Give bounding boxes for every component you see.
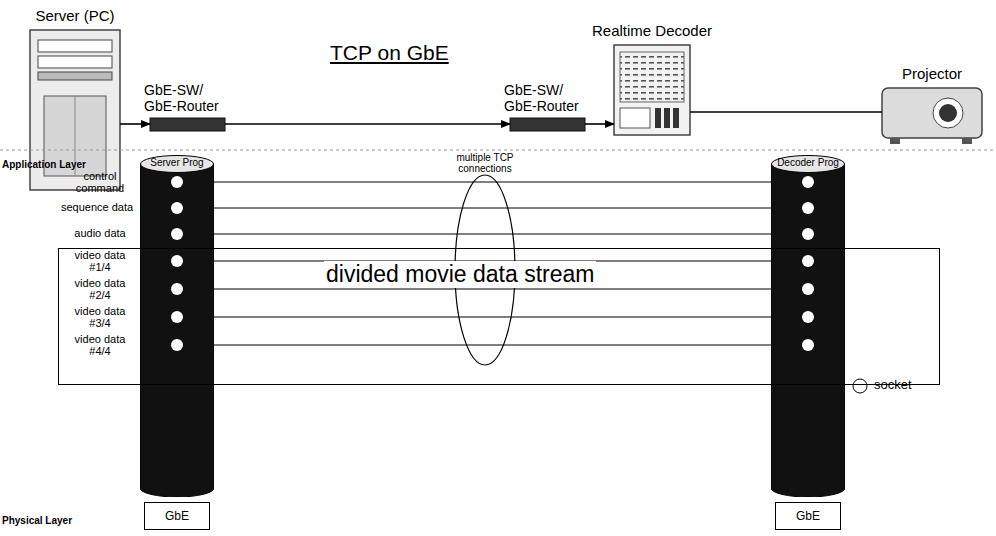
stream-label: video data #1/4 — [66, 250, 134, 273]
socket-dot — [802, 311, 814, 323]
node-text: Decoder Prog — [771, 157, 845, 168]
socket-dot — [171, 176, 183, 188]
connector — [585, 123, 614, 125]
stream-label: audio data — [62, 228, 138, 240]
node-text: GbE — [165, 509, 189, 523]
interface-box: GbE — [775, 502, 841, 530]
program-cylinder: Decoder Prog — [771, 155, 845, 497]
decoder-node: Realtime Decoder — [614, 45, 690, 135]
connector — [214, 317, 771, 318]
socket-dot — [171, 311, 183, 323]
switch-device — [150, 118, 225, 131]
connector — [214, 289, 771, 290]
connector — [690, 111, 882, 113]
socket-dot — [171, 202, 183, 214]
socket-dot — [171, 255, 183, 267]
legend-sample — [853, 379, 867, 393]
socket-dot — [802, 339, 814, 351]
socket-dot — [802, 255, 814, 267]
connection-label: multiple TCP connections — [440, 153, 530, 174]
socket-dot — [802, 228, 814, 240]
program-cylinder: Server Prog — [140, 155, 214, 497]
connector — [120, 123, 150, 125]
node-text: Projector — [902, 65, 962, 82]
node-text: Server Prog — [140, 157, 214, 168]
decoder-device — [614, 45, 690, 135]
switch-node: GbE-SW/ GbE-Router — [510, 118, 585, 131]
stream-label: video data #4/4 — [66, 334, 134, 357]
projector-device — [882, 88, 982, 144]
switch-device — [510, 118, 585, 131]
node-text: divided movie data stream — [324, 261, 596, 288]
connector — [214, 345, 771, 346]
connector — [214, 234, 771, 235]
legend-text: socket — [874, 378, 912, 392]
connector — [214, 208, 771, 209]
node-text: GbE — [796, 509, 820, 523]
node-text: Server (PC) — [35, 7, 114, 24]
socket-dot — [171, 339, 183, 351]
separator-line — [0, 150, 996, 151]
stream-label: video data #3/4 — [66, 306, 134, 329]
stream-box: divided movie data stream — [58, 248, 940, 385]
cylinder-shape — [771, 155, 845, 497]
layer-label: Application Layer — [2, 160, 122, 171]
socket-dot — [802, 176, 814, 188]
connector — [214, 182, 771, 183]
diagram-title: TCP on GbE — [330, 42, 449, 64]
interface-box: GbE — [144, 502, 210, 530]
projector-node: Projector — [882, 88, 982, 138]
node-text: GbE-SW/ GbE-Router — [504, 83, 590, 114]
socket-dot — [802, 283, 814, 295]
socket-dot — [802, 202, 814, 214]
switch-node: GbE-SW/ GbE-Router — [150, 118, 225, 131]
layer-label: Physical Layer — [2, 516, 122, 527]
node-text: Realtime Decoder — [592, 22, 712, 39]
cylinder-shape — [140, 155, 214, 497]
stream-label: control command — [62, 171, 138, 194]
stream-label: video data #2/4 — [66, 278, 134, 301]
connector — [225, 123, 510, 125]
node-text: GbE-SW/ GbE-Router — [144, 83, 230, 114]
socket-dot — [171, 283, 183, 295]
stream-label: sequence data — [52, 202, 142, 214]
socket-dot — [171, 228, 183, 240]
